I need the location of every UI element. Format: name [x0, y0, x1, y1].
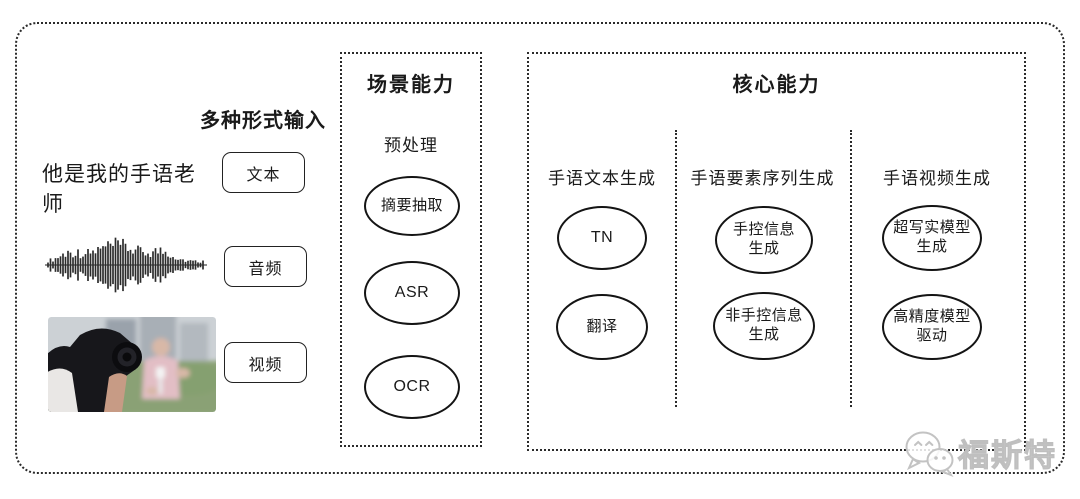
- video-thumbnail: [48, 317, 216, 412]
- sample-sentence-text: 他是我的手语老师: [42, 163, 196, 216]
- scene-box-title: 场景能力: [367, 74, 455, 96]
- column-header-text-generation: 手语文本生成: [548, 169, 656, 188]
- input-node-video: 视频: [224, 342, 307, 383]
- watermark: 福斯特: [900, 426, 1057, 478]
- watermark-text: 福斯特: [958, 437, 1057, 473]
- column-divider-1: [675, 130, 677, 407]
- outer-border: [15, 22, 1065, 474]
- input-node-text-label: 文本: [246, 166, 281, 184]
- column-header-element-sequence-generation: 手语要素序列生成: [690, 169, 835, 188]
- node-translation: 翻译: [556, 294, 648, 360]
- input-node-audio-label: 音频: [248, 260, 283, 278]
- input-node-text: 文本: [222, 152, 305, 193]
- node-asr: ASR: [364, 261, 460, 325]
- node-summary-extraction: 摘要抽取: [364, 176, 460, 236]
- input-node-audio: 音频: [224, 246, 307, 287]
- core-capability-box: 核心能力 手语文本生成 手语要素序列生成 手语视频生成 TN 翻译 手控信息 生…: [527, 52, 1026, 451]
- scene-capability-box: 场景能力 预处理 摘要抽取 ASR OCR: [340, 52, 482, 447]
- input-node-video-label: 视频: [248, 356, 283, 374]
- node-ocr: OCR: [364, 355, 460, 419]
- wechat-icon: [905, 431, 954, 477]
- node-manual-info-generation: 手控信息 生成: [715, 206, 813, 274]
- node-tn: TN: [557, 206, 647, 270]
- column-header-video-generation: 手语视频生成: [883, 169, 991, 188]
- input-section-heading: 多种形式输入: [200, 110, 326, 132]
- column-divider-2: [850, 130, 852, 407]
- node-hyperrealistic-model-generation: 超写实模型 生成: [882, 205, 982, 271]
- node-high-precision-model-driving: 高精度模型 驱动: [882, 294, 982, 360]
- node-non-manual-info-generation: 非手控信息 生成: [713, 292, 815, 360]
- preprocess-label: 预处理: [384, 136, 438, 155]
- core-box-title: 核心能力: [732, 74, 821, 96]
- audio-waveform: [45, 229, 207, 301]
